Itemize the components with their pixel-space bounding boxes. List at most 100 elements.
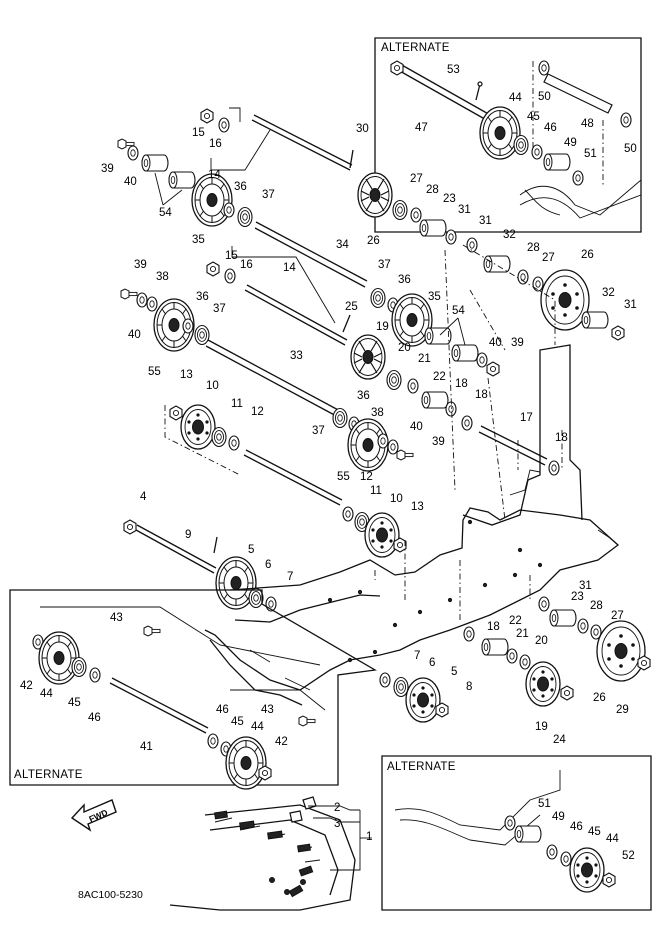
callout-46: 46 xyxy=(216,704,229,716)
callout-54: 54 xyxy=(452,305,465,317)
alternate-box-left: ALTERNATE xyxy=(9,589,377,790)
callout-27: 27 xyxy=(410,173,423,185)
alternate-box-bottom: ALTERNATE xyxy=(381,755,652,911)
callout-35: 35 xyxy=(428,291,441,303)
callout-27: 27 xyxy=(542,252,555,264)
alternate-label-left: ALTERNATE xyxy=(14,769,83,781)
callout-7: 7 xyxy=(287,571,293,583)
callout-5: 5 xyxy=(248,544,254,556)
callout-55: 55 xyxy=(337,471,350,483)
callout-21: 21 xyxy=(418,353,431,365)
callout-28: 28 xyxy=(426,184,439,196)
callout-4: 4 xyxy=(140,491,147,503)
callout-6: 6 xyxy=(429,657,435,669)
callout-11: 11 xyxy=(231,398,243,410)
callout-5: 5 xyxy=(451,666,457,678)
callout-16: 16 xyxy=(240,259,253,271)
callout-37: 37 xyxy=(378,259,391,271)
callout-46: 46 xyxy=(544,122,557,134)
callout-39: 39 xyxy=(101,163,114,175)
callout-41: 41 xyxy=(140,741,153,753)
callout-34: 34 xyxy=(336,239,349,251)
callout-50: 50 xyxy=(624,143,637,155)
callout-40: 40 xyxy=(128,329,141,341)
callout-6: 6 xyxy=(265,559,271,571)
diagram-code: 8AC100-5230 xyxy=(78,889,143,901)
callout-18: 18 xyxy=(455,378,468,390)
callout-32: 32 xyxy=(503,229,516,241)
callout-26: 26 xyxy=(367,235,380,247)
callout-26: 26 xyxy=(593,692,606,704)
alternate-box-top: ALTERNATE xyxy=(374,37,642,233)
callout-52: 52 xyxy=(622,850,635,862)
callout-31: 31 xyxy=(458,204,471,216)
callout-37: 37 xyxy=(213,303,226,315)
callout-30: 30 xyxy=(356,123,369,135)
callout-31: 31 xyxy=(579,580,592,592)
callout-45: 45 xyxy=(231,716,244,728)
callout-28: 28 xyxy=(527,242,540,254)
callout-31: 31 xyxy=(479,215,492,227)
callout-49: 49 xyxy=(564,137,577,149)
alternate-label-bottom: ALTERNATE xyxy=(387,761,456,773)
callout-39: 39 xyxy=(432,436,445,448)
callout-39: 39 xyxy=(511,337,524,349)
alternate-label-top: ALTERNATE xyxy=(381,42,450,54)
callout-10: 10 xyxy=(206,380,219,392)
callout-13: 13 xyxy=(180,369,193,381)
callout-47: 47 xyxy=(415,122,428,134)
callout-42: 42 xyxy=(275,736,288,748)
callout-38: 38 xyxy=(156,271,169,283)
callout-44: 44 xyxy=(251,721,264,733)
callout-51: 51 xyxy=(584,148,597,160)
callout-19: 19 xyxy=(376,321,389,333)
callout-13: 13 xyxy=(411,501,424,513)
callout-46: 46 xyxy=(88,712,101,724)
callout-36: 36 xyxy=(196,291,209,303)
callout-45: 45 xyxy=(588,826,601,838)
callout-36: 36 xyxy=(357,390,370,402)
callout-23: 23 xyxy=(443,193,456,205)
callout-44: 44 xyxy=(40,688,53,700)
callout-15: 15 xyxy=(192,127,205,139)
callout-45: 45 xyxy=(527,111,540,123)
callout-19: 19 xyxy=(535,721,548,733)
callout-29: 29 xyxy=(616,704,629,716)
callout-18: 18 xyxy=(487,621,500,633)
callout-21: 21 xyxy=(516,628,529,640)
callout-44: 44 xyxy=(606,833,619,845)
callout-28: 28 xyxy=(590,600,603,612)
callout-55: 55 xyxy=(148,366,161,378)
callout-53: 53 xyxy=(447,64,460,76)
callout-37: 37 xyxy=(262,189,275,201)
callout-9: 9 xyxy=(185,529,191,541)
callout-15: 15 xyxy=(225,250,238,262)
callout-14: 14 xyxy=(283,262,296,274)
callout-43: 43 xyxy=(261,704,274,716)
callout-11: 11 xyxy=(370,485,382,497)
callout-3: 3 xyxy=(334,818,340,830)
callout-44: 44 xyxy=(509,92,522,104)
callout-8: 8 xyxy=(466,681,472,693)
callout-36: 36 xyxy=(398,274,411,286)
callout-16: 16 xyxy=(209,138,222,150)
callout-43: 43 xyxy=(110,612,123,624)
callout-22: 22 xyxy=(433,371,446,383)
callout-27: 27 xyxy=(611,610,624,622)
callout-18: 18 xyxy=(475,389,488,401)
callout-37: 37 xyxy=(312,425,325,437)
callout-2: 2 xyxy=(334,802,340,814)
callout-33: 33 xyxy=(290,350,303,362)
fwd-arrow: FWD xyxy=(70,799,117,832)
main-assembly xyxy=(117,107,625,612)
callout-36: 36 xyxy=(234,181,247,193)
callout-31: 31 xyxy=(624,299,637,311)
callout-26: 26 xyxy=(581,249,594,261)
callout-40: 40 xyxy=(410,421,423,433)
slide-rail-frame xyxy=(204,344,620,706)
callout-1: 1 xyxy=(366,831,372,843)
callout-46: 46 xyxy=(570,821,583,833)
callout-22: 22 xyxy=(509,615,522,627)
callout-48: 48 xyxy=(581,118,594,130)
